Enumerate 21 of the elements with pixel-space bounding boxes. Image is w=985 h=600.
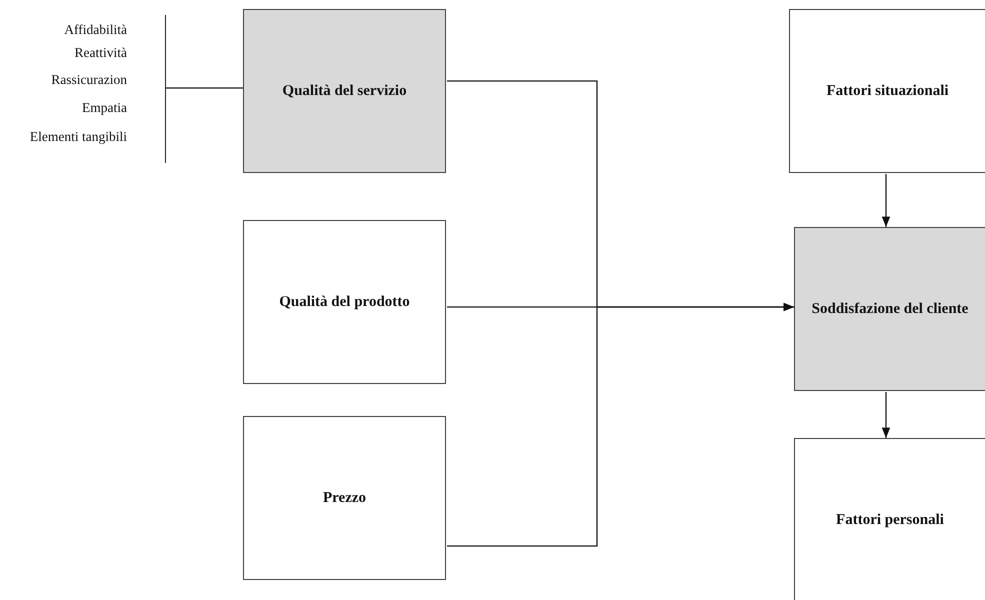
box-label: Qualità del prodotto xyxy=(279,293,410,312)
list-item: Empatia xyxy=(82,101,127,115)
connector-line xyxy=(166,87,243,89)
process-box xyxy=(794,438,985,600)
box-label: Prezzo xyxy=(322,489,366,508)
box-label: Fattori situazionali xyxy=(826,82,949,101)
list-item: Affidabilità xyxy=(64,23,127,37)
process-box xyxy=(243,416,446,580)
box-label: Fattori personali xyxy=(836,510,944,530)
arrow xyxy=(447,302,794,547)
arrow xyxy=(882,174,890,227)
box-label: Qualità del servizio xyxy=(282,82,407,101)
list-item: Elementi tangibili xyxy=(30,130,127,144)
process-box xyxy=(243,220,446,384)
process-box xyxy=(794,227,985,391)
list-item: Rassicurazion xyxy=(51,73,127,87)
process-box xyxy=(789,9,985,173)
process-box xyxy=(243,9,446,173)
list-item: Reattività xyxy=(74,46,127,60)
box-label: Soddisfazione del cliente xyxy=(812,300,968,319)
arrow xyxy=(882,392,890,438)
